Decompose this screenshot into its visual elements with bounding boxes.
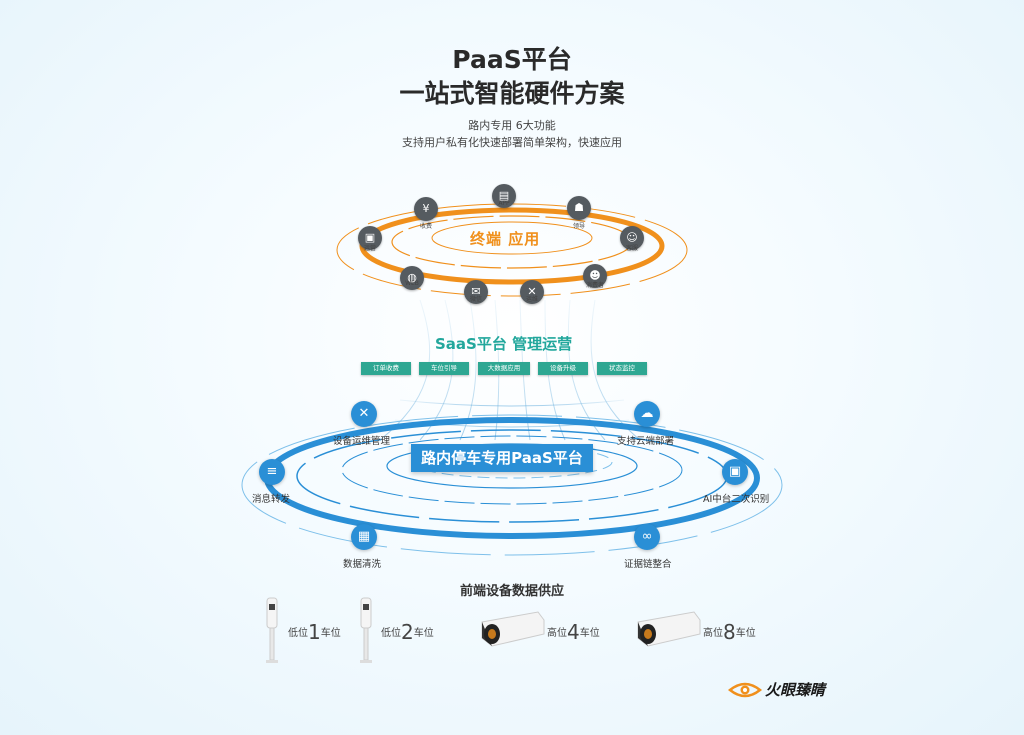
app-icon: ▤ <box>492 184 516 208</box>
paas-feature-label: 设备运维管理 <box>333 436 391 447</box>
pole-device-icon <box>266 597 278 663</box>
tools-icon: ✕ <box>351 401 377 427</box>
terminal-node-label: 客服 <box>625 245 638 252</box>
device-label: 高位8车位 <box>703 620 756 644</box>
terminal-node-label: 运营 <box>363 245 376 252</box>
terminal-node-label: APP <box>498 200 510 207</box>
device-label: 高位4车位 <box>547 620 600 644</box>
brand-name: 火眼臻睛 <box>765 681 826 699</box>
camera-device-icon <box>481 611 545 647</box>
camera-device-icon <box>637 611 701 647</box>
screen-icon: ▣ <box>722 459 748 485</box>
wechat-icon: ✉ <box>464 280 488 304</box>
device-label: 低位2车位 <box>381 620 434 644</box>
saas-chip: 状态监控 <box>597 362 647 375</box>
pole-device-icon <box>360 597 372 663</box>
subtitle-line-1: 路内专用 6大功能 <box>468 119 556 132</box>
saas-title: SaaS平台 管理运营 <box>435 335 573 353</box>
terminal-title: 终端 应用 <box>470 230 541 248</box>
leader-icon: ☗ <box>567 196 591 220</box>
eye-logo-icon <box>728 682 762 698</box>
saas-chip: 大数据应用 <box>478 362 530 375</box>
paas-feature-label: 支持云端部署 <box>617 436 675 447</box>
subtitle-line-2: 支持用户私有化快速部署简单架构，快速应用 <box>402 136 622 149</box>
service-icon: ☺ <box>620 226 644 250</box>
page-subtitle-title: 一站式智能硬件方案 <box>399 79 625 108</box>
paas-feature-label: 消息转发 <box>252 494 291 505</box>
basket-icon: ▦ <box>351 524 377 550</box>
supply-title: 前端设备数据供应 <box>459 584 564 599</box>
saas-chip: 设备升级 <box>538 362 588 375</box>
link-icon: ∞ <box>634 524 660 550</box>
paas-feature-label: AI中台二次识别 <box>703 494 770 505</box>
monitor-icon: ▣ <box>358 226 382 250</box>
page-title: PaaS平台 <box>452 45 572 74</box>
paas-rings <box>241 414 783 556</box>
message-icon: ≡ <box>259 459 285 485</box>
terminal-node-label: 收费 <box>419 223 432 230</box>
terminal-node-label: 微信 <box>469 296 482 303</box>
device-label: 低位1车位 <box>288 620 341 644</box>
paas-platform-box: 路内停车专用PaaS平台 <box>411 444 593 472</box>
users-icon: ☻ <box>583 264 607 288</box>
tools-icon: ✕ <box>520 280 544 304</box>
terminal-node-label: 消费者 <box>585 282 604 289</box>
yen-icon: ¥ <box>414 197 438 221</box>
terminal-node-label: 运维 <box>525 296 538 303</box>
terminal-node-label: WEB <box>405 280 419 287</box>
cloud-icon: ☁ <box>634 401 660 427</box>
paas-feature-label: 数据清洗 <box>343 559 382 570</box>
terminal-node-label: 领导 <box>572 223 585 230</box>
globe-icon: ◍ <box>400 266 424 290</box>
saas-chip: 订单收费 <box>361 362 411 375</box>
saas-chip: 车位引导 <box>419 362 469 375</box>
paas-feature-label: 证据链整合 <box>624 559 672 570</box>
